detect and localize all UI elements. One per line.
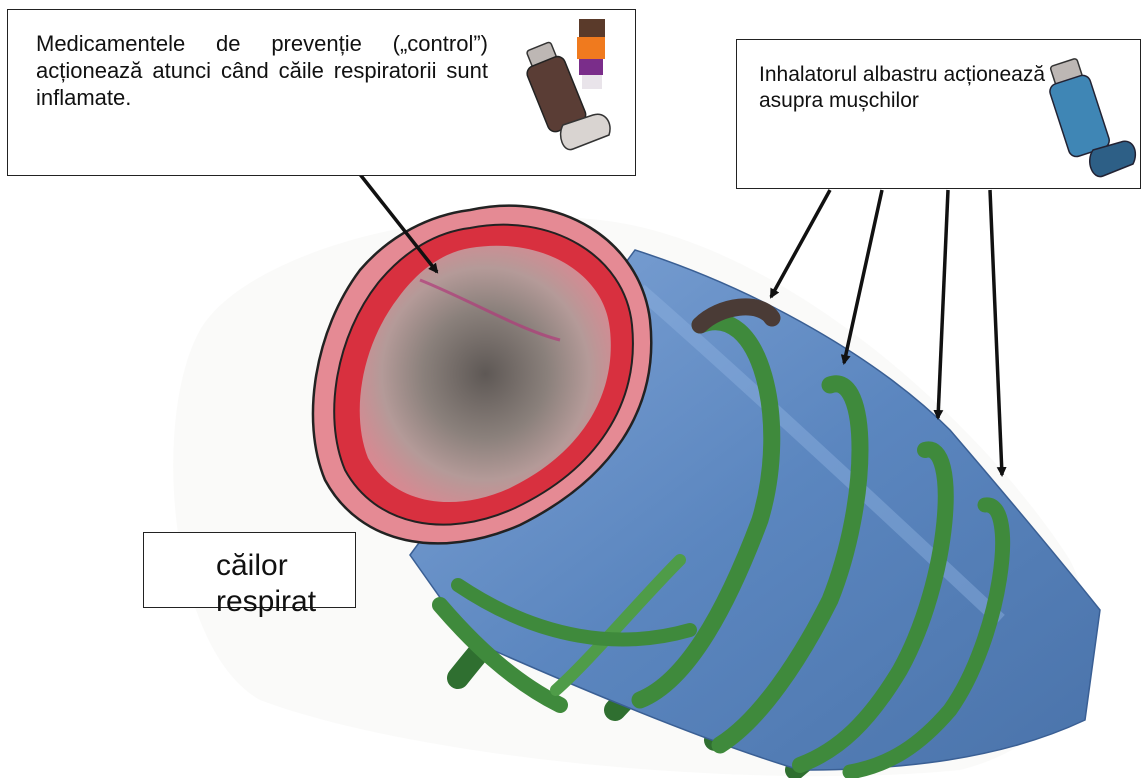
preventer-callout: Medicamentele de prevenție („control”) a… xyxy=(7,9,636,176)
arrow-to-muscle-4 xyxy=(990,190,1002,475)
airway-label-text: căilor respirat xyxy=(216,548,376,620)
arrow-to-muscle-2 xyxy=(844,190,882,363)
brown-preventer-inhaler-icon xyxy=(513,15,623,153)
blue-reliever-inhaler-icon xyxy=(1045,50,1137,182)
reliever-callout-text: Inhalatorul albastru acționează asupra m… xyxy=(759,62,1059,114)
arrow-to-muscle-3 xyxy=(938,190,948,418)
preventer-callout-text: Medicamentele de prevenție („control”) a… xyxy=(36,30,488,111)
arrow-to-muscle-1 xyxy=(771,190,830,297)
reliever-callout: Inhalatorul albastru acționează asupra m… xyxy=(736,39,1141,189)
